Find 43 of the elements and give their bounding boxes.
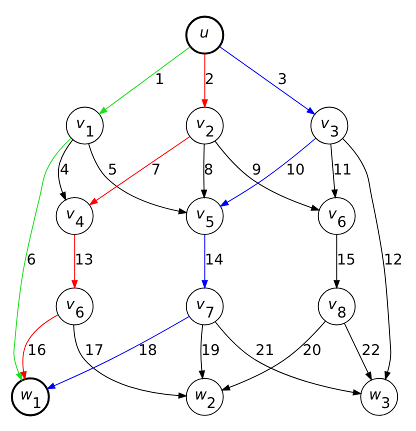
arrow xyxy=(333,234,340,289)
arrow xyxy=(202,53,208,108)
arrow xyxy=(88,142,188,214)
edge-label: 5 xyxy=(108,160,118,178)
arrow xyxy=(202,234,208,289)
arrow xyxy=(219,46,316,114)
arrow xyxy=(88,136,190,206)
edge-label: 10 xyxy=(286,160,305,178)
edge-label: 20 xyxy=(302,342,322,359)
edge-label: 4 xyxy=(60,160,70,178)
edge-label: 9 xyxy=(252,160,262,178)
edge-label: 3 xyxy=(278,70,288,88)
edge-label: 21 xyxy=(256,342,274,359)
edge-label: 12 xyxy=(384,251,403,268)
edge-label: 6 xyxy=(26,251,36,268)
edge-label: 8 xyxy=(204,160,214,178)
arrow xyxy=(344,322,372,381)
edge-label: 11 xyxy=(333,160,352,178)
arrow xyxy=(13,137,72,382)
edge-label: 17 xyxy=(84,342,104,359)
node-circle: u xyxy=(185,15,224,54)
arrow xyxy=(58,138,74,201)
arrow xyxy=(198,324,206,380)
edge-label: 1 xyxy=(154,70,164,88)
edge-label: 7 xyxy=(151,160,161,178)
edge-label: 14 xyxy=(204,251,224,268)
arrow xyxy=(220,320,326,390)
edge-label: 2 xyxy=(204,70,214,88)
edge-label: 16 xyxy=(27,342,46,359)
edge-label: 19 xyxy=(201,342,220,359)
arrow xyxy=(73,324,188,398)
edge-label: 22 xyxy=(362,342,380,359)
edge-label: 18 xyxy=(138,342,158,359)
arrow xyxy=(342,138,392,380)
arrow xyxy=(214,320,362,396)
arrow xyxy=(46,316,190,389)
arrow xyxy=(20,314,59,380)
edge-label: 15 xyxy=(336,251,356,268)
arrow xyxy=(98,46,191,114)
arrow xyxy=(71,234,78,289)
arrow xyxy=(200,143,208,198)
edge-label: 13 xyxy=(74,251,94,268)
arrow xyxy=(330,143,338,198)
